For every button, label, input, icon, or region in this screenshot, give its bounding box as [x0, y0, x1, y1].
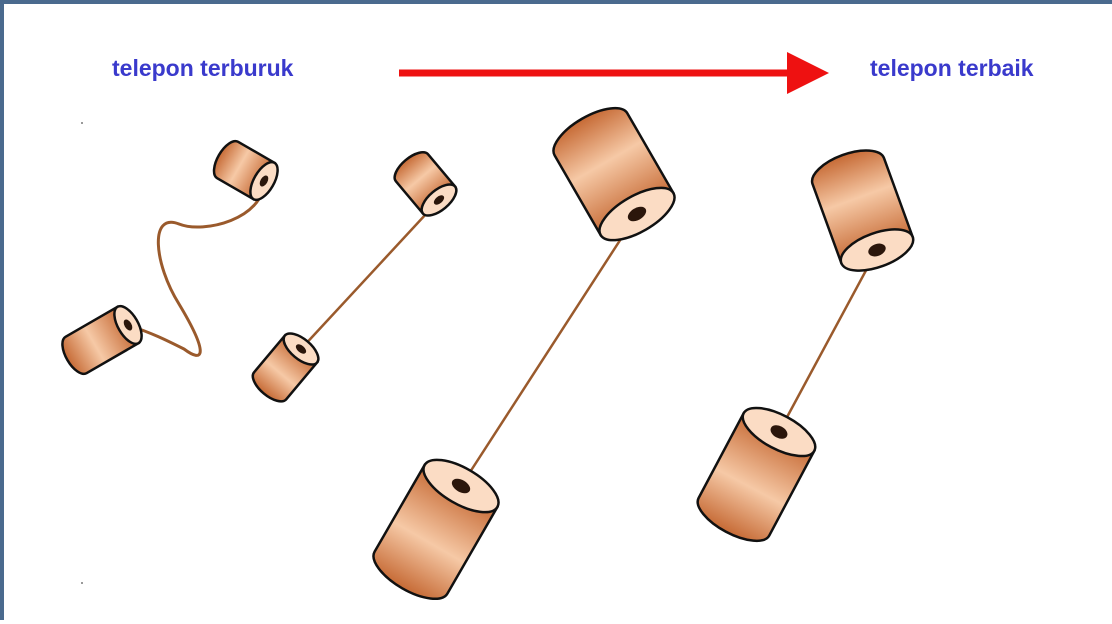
phone-2-string [300, 199, 440, 350]
phone-1-string [127, 180, 266, 357]
worst-phone-label: telepon terburuk [112, 55, 294, 81]
phone-4-string [777, 249, 879, 433]
phone-2-top-can [393, 151, 458, 217]
stray-dot [81, 582, 83, 584]
phone-3-string [459, 213, 639, 487]
phone-3-top-can [552, 106, 676, 242]
phone-2-bottom-can [251, 332, 320, 403]
stray-dot [81, 122, 83, 124]
phone-1-top-can [212, 139, 279, 202]
phone-4-top-can [810, 149, 915, 272]
phone-1-bottom-can [61, 304, 143, 376]
phone-4-bottom-can [696, 406, 817, 543]
phone-3-bottom-can [372, 458, 500, 601]
best-phone-label: telepon terbaik [870, 55, 1034, 81]
tin-can-phones-diagram [61, 52, 915, 601]
